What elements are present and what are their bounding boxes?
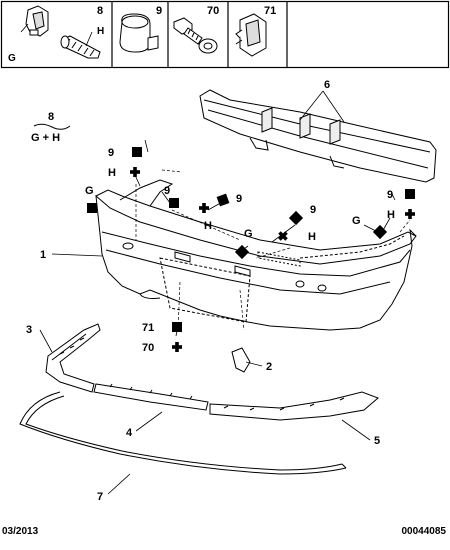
part-h-marker-center (199, 203, 209, 213)
part-h-marker-mid (275, 228, 291, 244)
callout-6: 6 (324, 79, 330, 91)
header-part-8-number: 8 (97, 5, 103, 17)
callout-9-right: 9 (387, 189, 393, 201)
small-clip (231, 347, 251, 373)
part-9-marker-right (405, 189, 415, 199)
header-part-8-letter-g: G (8, 53, 16, 64)
part-h-marker-left (130, 167, 140, 177)
fastener-icon (235, 13, 267, 57)
callout-5: 5 (374, 435, 380, 447)
center-trim-strip (93, 383, 209, 411)
right-trim-strip (209, 391, 379, 421)
footer-date: 03/2013 (2, 526, 39, 537)
left-trim-strip (45, 323, 101, 393)
callout-71: 71 (142, 322, 154, 334)
callout-g-mid: G (244, 228, 253, 240)
callout-h-mid: H (308, 231, 316, 243)
part-9-marker-center (169, 198, 179, 208)
header-parts-table: 8 H G 9 70 71 (0, 0, 450, 69)
screw-icon (60, 35, 101, 59)
callout-3: 3 (26, 324, 32, 336)
bolt-icon (173, 17, 218, 54)
callout-7: 7 (97, 491, 103, 503)
callout-h-center: H (204, 220, 212, 232)
group-note-number: 8 (48, 111, 54, 123)
part-9-marker-mid-right (288, 210, 304, 226)
part-71-marker (172, 322, 182, 332)
header-part-9-number: 9 (156, 5, 162, 17)
part-g-marker-left (87, 203, 97, 213)
callout-9-center: 9 (164, 185, 170, 197)
callout-9-mid-right: 9 (310, 204, 316, 216)
callout-h-left: H (108, 167, 116, 179)
absorber-beam (199, 89, 437, 183)
callout-h-right: H (387, 209, 395, 221)
callout-g-left: G (85, 185, 94, 197)
callout-70: 70 (142, 342, 154, 354)
plug-icon (119, 13, 159, 53)
clip-icon (25, 5, 49, 37)
header-part-71-number: 71 (264, 5, 276, 17)
bumper-seal (19, 391, 347, 475)
group-note: 8 G + H (31, 111, 71, 144)
header-part-8-letter-h: H (97, 26, 104, 37)
callout-1: 1 (40, 249, 46, 261)
callout-4: 4 (126, 427, 133, 439)
callout-g-right: G (352, 215, 361, 227)
group-note-formula: G + H (31, 132, 60, 144)
header-part-70-number: 70 (207, 5, 219, 17)
callout-2: 2 (266, 361, 272, 373)
footer-reference: 00044085 (401, 526, 447, 537)
part-9-marker-left (132, 147, 142, 157)
bumper-cover (95, 179, 417, 331)
part-70-marker (172, 342, 182, 352)
part-h-marker-right (405, 209, 415, 219)
callout-9-left: 9 (108, 147, 114, 159)
callout-9-mid: 9 (236, 193, 242, 205)
